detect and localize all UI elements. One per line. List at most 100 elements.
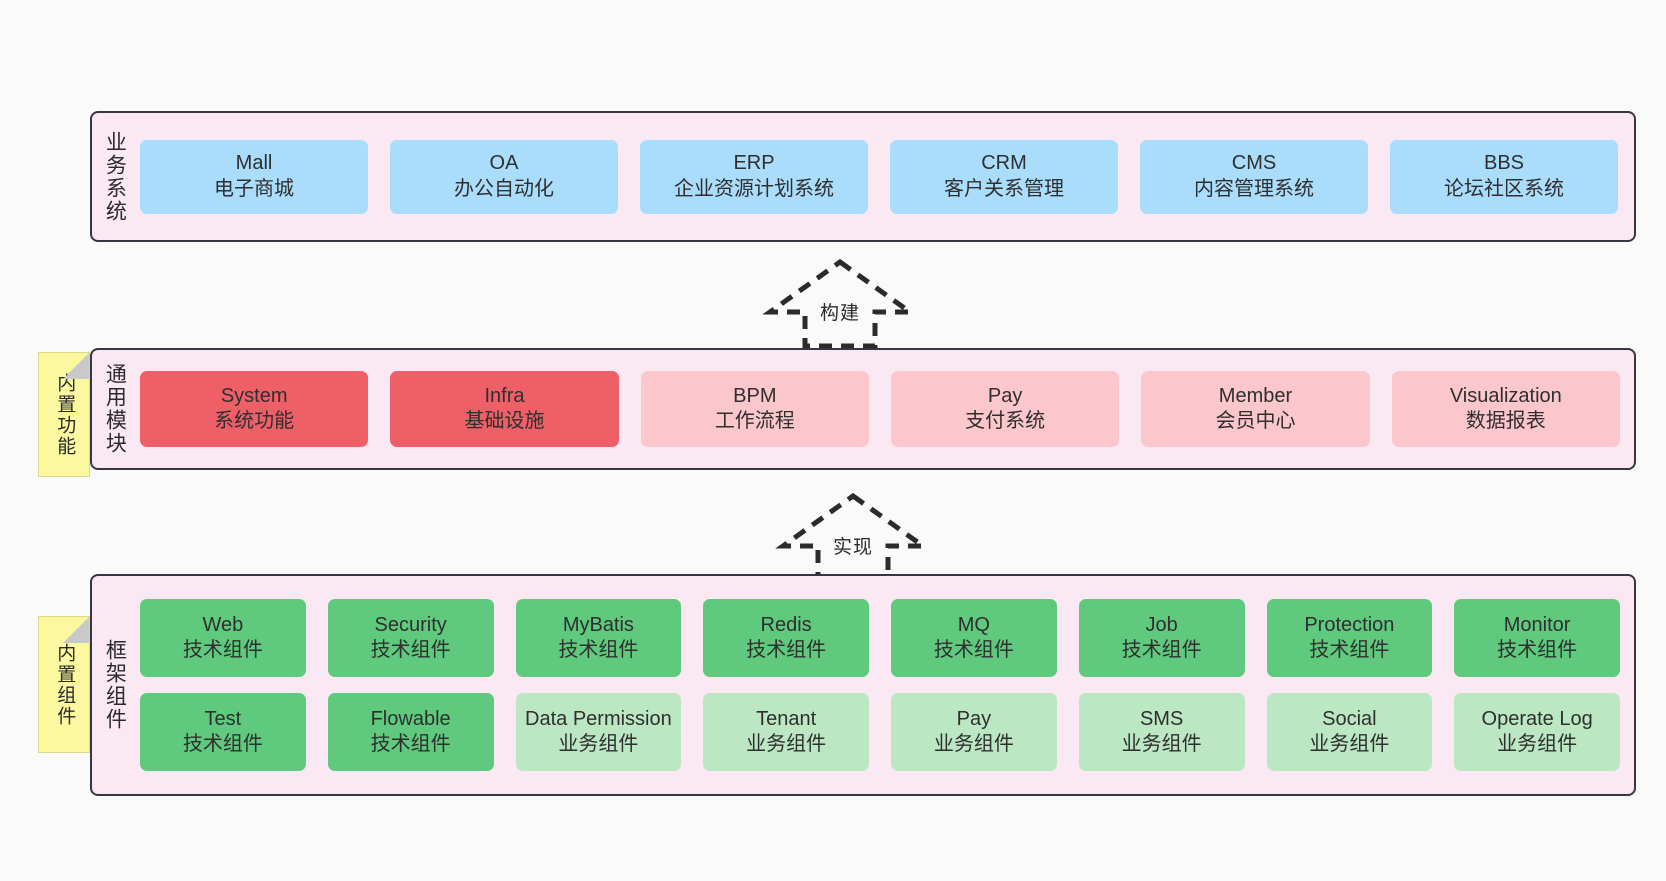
node-infra-desc: 基础设施 <box>464 410 545 432</box>
layer-business-systems-row: Mall 电子商城 OA 办公自动化 ERP 企业资源计划系统 CRM 客户关系… <box>140 139 1618 214</box>
node-data-permission[interactable]: Data Permission 业务组件 <box>515 693 682 771</box>
node-pay-module[interactable]: Pay 支付系统 <box>890 371 1120 447</box>
node-erp[interactable]: ERP 企业资源计划系统 <box>640 139 868 214</box>
node-bpm-desc: 工作流程 <box>714 410 795 432</box>
node-crm-name: CRM <box>981 152 1027 175</box>
node-sms-name: SMS <box>1139 707 1184 730</box>
node-bbs[interactable]: BBS 论坛社区系统 <box>1390 139 1618 214</box>
node-protection-desc: 技术组件 <box>1309 639 1390 661</box>
node-flowable[interactable]: Flowable 技术组件 <box>327 693 494 771</box>
node-monitor[interactable]: Monitor 技术组件 <box>1454 599 1620 677</box>
layer-business-systems: 业务系统 Mall 电子商城 OA 办公自动化 ERP 企业资源计划系统 CRM… <box>90 111 1636 242</box>
node-job[interactable]: Job 技术组件 <box>1078 599 1245 677</box>
layer-common-modules-row: System 系统功能 Infra 基础设施 BPM 工作流程 Pay 支付系统… <box>140 371 1620 447</box>
node-tenant-desc: 业务组件 <box>746 733 827 755</box>
node-test-name: Test <box>204 707 242 730</box>
node-protection[interactable]: Protection 技术组件 <box>1266 599 1433 677</box>
node-security-desc: 技术组件 <box>370 639 451 661</box>
node-pay-module-name: Pay <box>987 384 1023 407</box>
node-crm-desc: 客户关系管理 <box>944 177 1064 200</box>
arrow-build: 构建 <box>762 258 918 350</box>
node-infra-name: Infra <box>484 384 525 407</box>
node-web-desc: 技术组件 <box>182 639 263 661</box>
node-monitor-desc: 技术组件 <box>1497 639 1578 661</box>
note-builtin-component-label: 内置组件 <box>54 642 76 727</box>
node-pay-module-desc: 支付系统 <box>965 410 1046 432</box>
node-cms-name: CMS <box>1231 152 1277 175</box>
node-monitor-name: Monitor <box>1503 613 1571 636</box>
node-cms[interactable]: CMS 内容管理系统 <box>1140 139 1368 214</box>
node-flowable-name: Flowable <box>370 707 451 730</box>
node-erp-desc: 企业资源计划系统 <box>674 177 834 200</box>
node-pay-component-name: Pay <box>956 707 992 730</box>
node-bbs-desc: 论坛社区系统 <box>1444 177 1564 200</box>
node-data-permission-name: Data Permission <box>525 707 672 730</box>
arrow-implement: 实现 <box>775 492 931 584</box>
node-data-permission-desc: 业务组件 <box>558 733 639 755</box>
node-bpm[interactable]: BPM 工作流程 <box>640 371 869 447</box>
arrow-implement-label: 实现 <box>832 537 873 558</box>
node-mybatis-desc: 技术组件 <box>558 639 639 661</box>
node-social-name: Social <box>1322 707 1377 730</box>
node-redis[interactable]: Redis 技术组件 <box>703 599 869 677</box>
layer-common-modules-label: 通用模块 <box>103 363 127 455</box>
node-security-name: Security <box>374 613 447 636</box>
node-bpm-name: BPM <box>733 384 777 407</box>
node-job-name: Job <box>1145 613 1178 636</box>
node-member-name: Member <box>1218 384 1293 407</box>
node-test[interactable]: Test 技术组件 <box>140 693 306 771</box>
node-redis-name: Redis <box>760 613 812 636</box>
layer-framework-components-row-1: Web 技术组件 Security 技术组件 MyBatis 技术组件 Redi… <box>140 599 1620 677</box>
node-crm[interactable]: CRM 客户关系管理 <box>890 139 1118 214</box>
node-mall-name: Mall <box>235 152 273 175</box>
node-infra[interactable]: Infra 基础设施 <box>390 371 619 447</box>
layer-business-systems-label: 业务系统 <box>103 130 127 223</box>
node-protection-name: Protection <box>1304 613 1395 636</box>
layer-common-modules-body: System 系统功能 Infra 基础设施 BPM 工作流程 Pay 支付系统… <box>136 350 1634 468</box>
node-pay-component[interactable]: Pay 业务组件 <box>891 693 1057 771</box>
node-redis-desc: 技术组件 <box>746 639 827 661</box>
arrow-build-label: 构建 <box>819 303 860 324</box>
node-visualization-name: Visualization <box>1449 384 1562 407</box>
node-mall-desc: 电子商城 <box>214 177 294 200</box>
node-mybatis[interactable]: MyBatis 技术组件 <box>515 599 682 677</box>
node-sms-desc: 业务组件 <box>1121 733 1202 755</box>
node-flowable-desc: 技术组件 <box>370 733 451 755</box>
node-social[interactable]: Social 业务组件 <box>1266 693 1433 771</box>
node-bbs-name: BBS <box>1483 152 1525 175</box>
node-tenant-name: Tenant <box>756 707 817 730</box>
node-visualization[interactable]: Visualization 数据报表 <box>1391 371 1620 447</box>
note-builtin-function-label: 内置功能 <box>54 372 76 457</box>
node-operate-log-name: Operate Log <box>1481 707 1593 730</box>
node-web-name: Web <box>202 613 244 636</box>
node-operate-log-desc: 业务组件 <box>1497 733 1578 755</box>
layer-business-systems-body: Mall 电子商城 OA 办公自动化 ERP 企业资源计划系统 CRM 客户关系… <box>136 113 1634 240</box>
layer-framework-components-row-2: Test 技术组件 Flowable 技术组件 Data Permission … <box>140 693 1620 771</box>
layer-framework-components-body: Web 技术组件 Security 技术组件 MyBatis 技术组件 Redi… <box>136 576 1634 794</box>
node-system-name: System <box>220 384 288 407</box>
node-mall[interactable]: Mall 电子商城 <box>140 139 368 214</box>
node-visualization-desc: 数据报表 <box>1465 410 1546 432</box>
layer-common-modules: 通用模块 System 系统功能 Infra 基础设施 BPM 工作流程 Pay… <box>90 348 1636 470</box>
node-oa-name: OA <box>489 152 519 175</box>
node-mq[interactable]: MQ 技术组件 <box>891 599 1057 677</box>
note-builtin-component: 内置组件 <box>38 616 90 753</box>
node-member[interactable]: Member 会员中心 <box>1141 371 1370 447</box>
node-security[interactable]: Security 技术组件 <box>327 599 494 677</box>
layer-framework-components: 框架组件 Web 技术组件 Security 技术组件 MyBatis 技术组件… <box>90 574 1636 796</box>
node-web[interactable]: Web 技术组件 <box>140 599 306 677</box>
node-erp-name: ERP <box>733 152 775 175</box>
node-oa-desc: 办公自动化 <box>454 177 554 200</box>
node-pay-component-desc: 业务组件 <box>933 733 1014 755</box>
note-builtin-function: 内置功能 <box>38 352 90 477</box>
node-sms[interactable]: SMS 业务组件 <box>1078 693 1245 771</box>
node-mybatis-name: MyBatis <box>562 613 634 636</box>
layer-framework-components-label: 框架组件 <box>103 639 127 731</box>
node-system[interactable]: System 系统功能 <box>140 371 369 447</box>
node-oa[interactable]: OA 办公自动化 <box>390 139 618 214</box>
node-social-desc: 业务组件 <box>1309 733 1390 755</box>
node-operate-log[interactable]: Operate Log 业务组件 <box>1454 693 1620 771</box>
node-system-desc: 系统功能 <box>214 410 295 432</box>
node-tenant[interactable]: Tenant 业务组件 <box>703 693 869 771</box>
